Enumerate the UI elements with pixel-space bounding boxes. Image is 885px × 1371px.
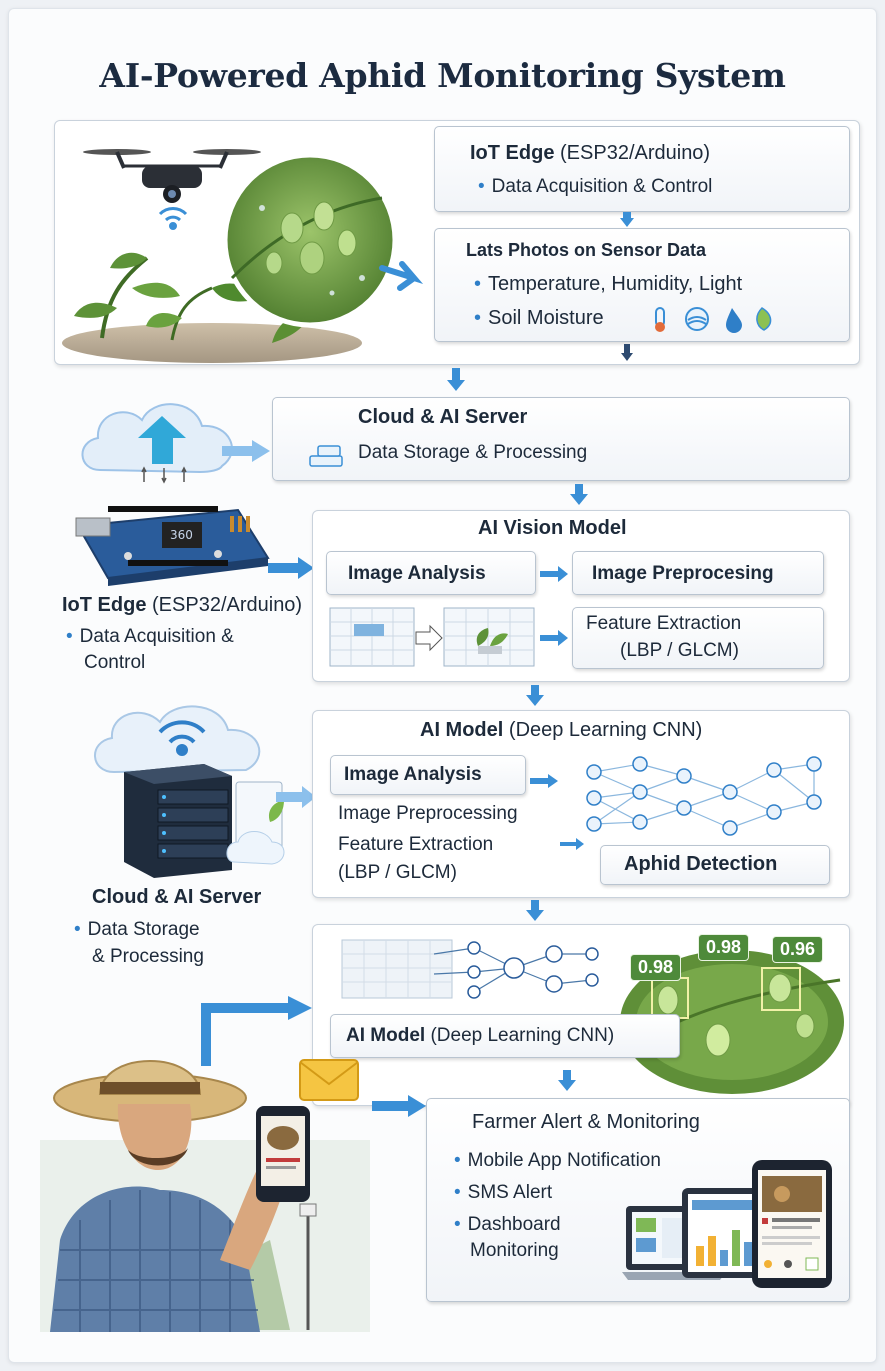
drone-icon xyxy=(83,149,261,203)
board-label: 360 xyxy=(170,528,193,542)
arrow-down xyxy=(558,1070,576,1091)
left-iot-bullet-line1: Data Acquisition & xyxy=(66,626,234,648)
arrow-down xyxy=(526,685,544,706)
detection-model-label: AI Model (Deep Learning CNN) xyxy=(346,1025,615,1046)
ai-model-heading: AI Model (Deep Learning CNN) xyxy=(420,719,703,741)
aphid-detection-box xyxy=(600,845,830,885)
aphid-closeup-image xyxy=(222,152,398,328)
arrow-right xyxy=(540,566,568,582)
iot-edge-bullet: Data Acquisition & Control xyxy=(478,176,713,198)
sensor-icons xyxy=(655,307,772,333)
cloud-server-box xyxy=(272,397,850,481)
water-drop-icon xyxy=(726,308,742,333)
elbow-connector xyxy=(201,996,312,1066)
diagram-title: AI-Powered Aphid Monitoring System xyxy=(99,56,786,95)
left-cloud-bullet-line1: Data Storage xyxy=(74,919,200,941)
arrow-right xyxy=(268,557,314,579)
iot-edge-heading: IoT Edge (ESP32/Arduino) xyxy=(470,142,711,164)
arrow-down xyxy=(447,368,465,391)
confidence-score: 0.98 xyxy=(630,954,682,981)
vision-preprocessing-box xyxy=(572,551,824,595)
left-iot-bullet-line2: Control xyxy=(84,652,146,673)
arrow-down xyxy=(570,484,588,505)
arrow-right xyxy=(276,786,316,808)
confidence-score: 0.98 xyxy=(698,934,750,961)
arrow-right xyxy=(560,838,584,850)
mail-icon xyxy=(299,1059,359,1101)
cnn-image-analysis-label: Image Analysis xyxy=(344,764,482,785)
arduino-board-image: 360 xyxy=(75,506,270,586)
alert-bullet-dashboard-line2: Monitoring xyxy=(470,1240,559,1261)
alert-bullet-dashboard-line1: Dashboard xyxy=(454,1214,561,1236)
cloud-server-image xyxy=(94,705,285,878)
network-visual xyxy=(341,939,599,999)
cnn-preprocessing-label: Image Preprocessing xyxy=(338,803,518,824)
image-grid-thumbnails xyxy=(329,607,535,667)
left-cloud-heading: Cloud & AI Server xyxy=(92,886,262,908)
arrow-right xyxy=(372,1095,426,1117)
cloud-server-heading: Cloud & AI Server xyxy=(358,406,528,428)
cloud-upload-icon xyxy=(81,403,233,474)
signal-lines xyxy=(141,466,187,484)
sensor-bullet-env: Temperature, Humidity, Light xyxy=(474,273,742,296)
sensor-bullet-soil: Soil Moisture xyxy=(474,307,604,330)
server-rack-icon xyxy=(124,764,232,878)
cnn-image-analysis-box xyxy=(330,755,526,795)
neural-network-graph xyxy=(586,756,822,836)
left-iot-heading: IoT Edge (ESP32/Arduino) xyxy=(62,594,303,616)
vision-preprocessing-label: Image Preprocesing xyxy=(592,563,774,584)
left-cloud-bullet-line2: & Processing xyxy=(92,946,204,967)
arrow-down xyxy=(621,344,633,361)
vision-image-analysis-box xyxy=(326,551,536,595)
confidence-score: 0.96 xyxy=(772,936,824,963)
arrow-down xyxy=(526,900,544,921)
arrow-right xyxy=(540,630,568,646)
farmer-alert-heading: Farmer Alert & Monitoring xyxy=(472,1111,700,1133)
humidity-icon xyxy=(685,307,709,331)
arrow-right xyxy=(530,774,558,788)
farmer-image xyxy=(40,1059,370,1332)
wifi-icon xyxy=(158,720,206,756)
database-icon xyxy=(309,445,343,467)
vision-feature-line2: (LBP / GLCM) xyxy=(620,640,739,661)
aphid-detection-label: Aphid Detection xyxy=(624,853,778,875)
arrow-right xyxy=(222,440,270,462)
cnn-feature-line2: (LBP / GLCM) xyxy=(338,862,457,883)
wifi-icon xyxy=(158,207,188,230)
alert-bullet-mobile: Mobile App Notification xyxy=(454,1150,661,1172)
cnn-feature-line1: Feature Extraction xyxy=(338,834,494,855)
smartphone-icon xyxy=(256,1106,310,1202)
arrow-down xyxy=(620,212,634,227)
sensor-data-heading: Lats Photos on Sensor Data xyxy=(466,240,707,260)
iot-edge-box xyxy=(434,126,850,212)
drone-plant-illustration xyxy=(62,149,424,363)
devices-image xyxy=(622,1160,832,1288)
detection-model-box xyxy=(330,1014,680,1058)
soil-moisture-icon xyxy=(756,307,772,331)
phone-icon xyxy=(752,1160,832,1288)
alert-bullet-sms: SMS Alert xyxy=(454,1182,552,1204)
ai-vision-heading: AI Vision Model xyxy=(478,517,627,539)
vision-feature-line1: Feature Extraction xyxy=(586,613,742,634)
vision-image-analysis-label: Image Analysis xyxy=(348,563,486,584)
thermometer-icon xyxy=(655,307,665,332)
vision-feature-box xyxy=(572,607,824,669)
cloud-server-line: Data Storage & Processing xyxy=(358,442,588,463)
